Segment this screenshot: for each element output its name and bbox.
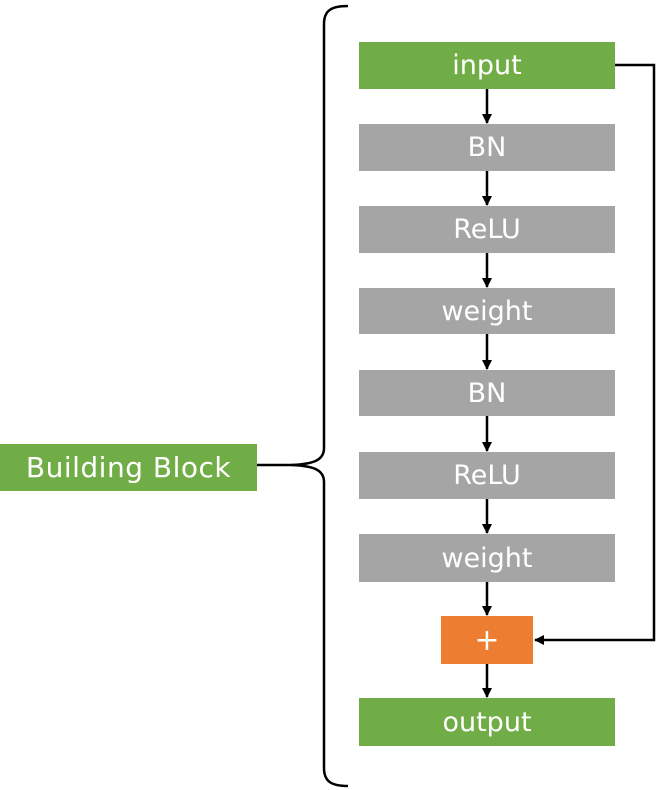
bn-node-1: BN <box>359 124 615 171</box>
curly-brace <box>291 4 349 788</box>
output-node: output <box>359 698 615 746</box>
input-node: input <box>359 42 615 89</box>
building-block-label: Building Block <box>0 444 257 491</box>
relu-node-1: ReLU <box>359 206 615 253</box>
weight-node-1: weight <box>359 288 615 334</box>
bn-node-2: BN <box>359 370 615 416</box>
relu-node-2: ReLU <box>359 452 615 499</box>
add-node: + <box>441 616 533 664</box>
skip-connection-arrow <box>534 63 656 645</box>
weight-node-2: weight <box>359 534 615 582</box>
